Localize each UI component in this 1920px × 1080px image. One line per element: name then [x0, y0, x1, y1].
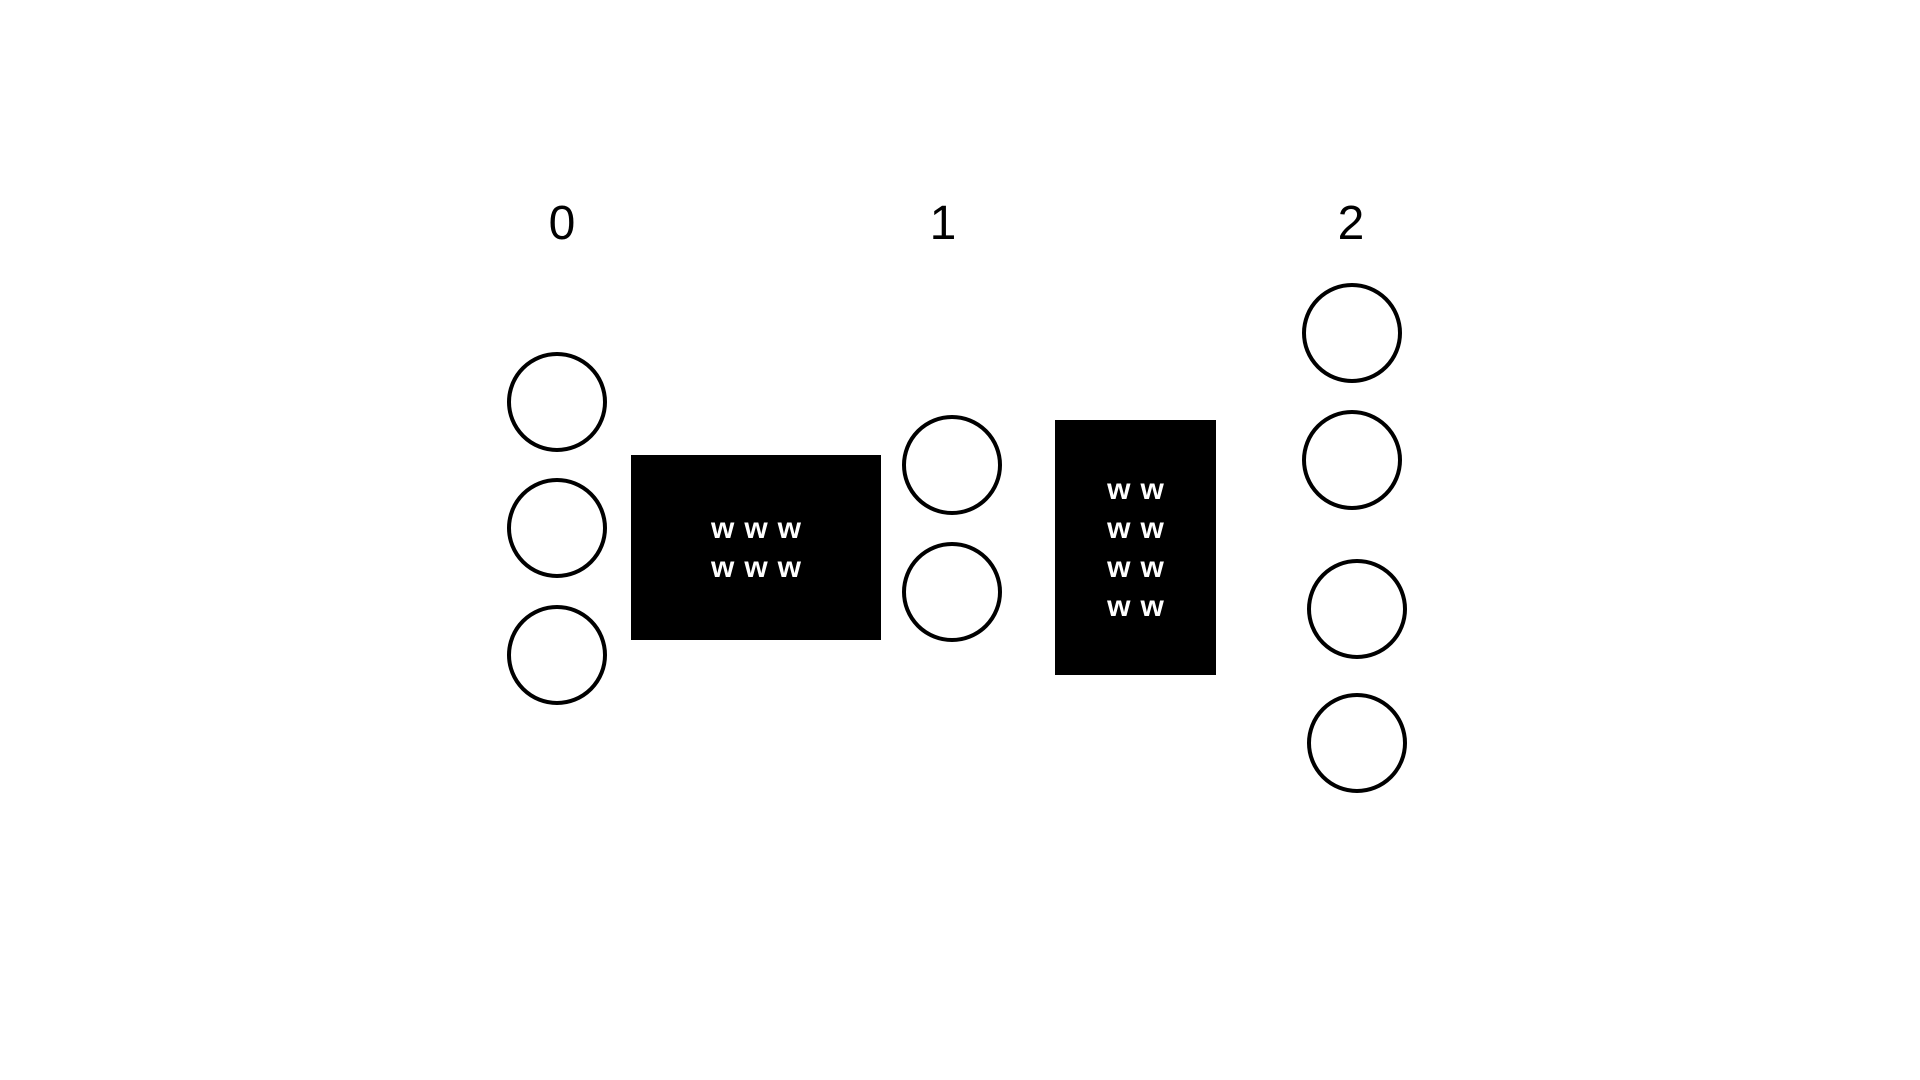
- neuron-0-0: [507, 352, 607, 452]
- weight-1-2-1: w: [1140, 550, 1164, 584]
- weight-0-0-1: w: [744, 511, 768, 545]
- weight-1-3-1: w: [1140, 589, 1164, 623]
- weight-0-1-2: w: [777, 550, 802, 584]
- weight-0-0-2: w: [777, 511, 802, 545]
- neuron-0-2: [507, 605, 607, 705]
- layer-label-1: 1: [929, 197, 957, 250]
- neuron-2-3: [1307, 693, 1407, 793]
- neuron-0-1: [507, 478, 607, 578]
- neuron-2-1: [1302, 410, 1402, 510]
- layer-label-0: 0: [548, 197, 576, 250]
- weight-0-1-0: w: [710, 550, 735, 584]
- weight-0-1-1: w: [744, 550, 768, 584]
- weight-1-1-1: w: [1140, 511, 1164, 545]
- weight-1-0-1: w: [1140, 472, 1164, 506]
- neuron-2-2: [1307, 559, 1407, 659]
- weight-1-2-0: w: [1107, 550, 1131, 584]
- neuron-1-0: [902, 415, 1002, 515]
- neuron-1-1: [902, 542, 1002, 642]
- weight-1-0-0: w: [1107, 472, 1131, 506]
- layer-label-2: 2: [1337, 197, 1365, 250]
- weight-1-3-0: w: [1107, 589, 1131, 623]
- weight-1-1-0: w: [1107, 511, 1131, 545]
- weight-0-0-0: w: [710, 511, 735, 545]
- neuron-2-0: [1302, 283, 1402, 383]
